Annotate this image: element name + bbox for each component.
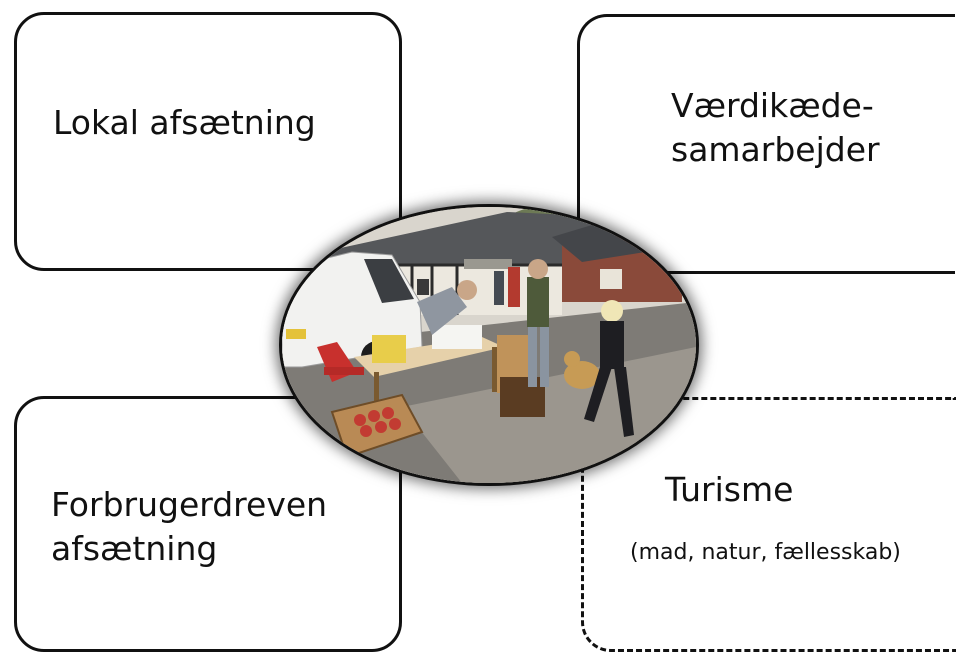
child-head — [601, 300, 623, 322]
child-leg — [584, 367, 612, 422]
license-plate — [286, 329, 306, 339]
vendor-person — [417, 287, 467, 335]
label-line: Forbrugerdreven — [51, 485, 328, 524]
awning — [464, 259, 512, 269]
wooden-crate — [500, 377, 545, 417]
chair-seat — [324, 367, 364, 375]
van-window — [364, 259, 414, 303]
box-vaerdikaede-samarbejder — [577, 14, 955, 274]
farm-stand-photo — [282, 207, 696, 483]
label-line: Værdikæde- — [671, 86, 874, 125]
box-forbrugerdreven-afsaetning — [14, 396, 402, 652]
label-line: afsætning — [51, 529, 218, 568]
background-person — [508, 267, 520, 307]
vendor-head — [457, 280, 477, 300]
customer-leg — [528, 327, 537, 387]
label-vaerdikaede-samarbejder: Værdikæde- samarbejder — [671, 84, 880, 172]
label-lokal-afsaetning: Lokal afsætning — [53, 103, 316, 142]
produce-box — [372, 335, 406, 363]
dog — [564, 361, 600, 389]
window — [600, 269, 622, 289]
table-leg — [374, 372, 379, 417]
customer-head — [528, 259, 548, 279]
customer-leg — [540, 327, 549, 387]
farm-stand-illustration — [282, 207, 696, 483]
background-person — [494, 271, 504, 305]
apples — [354, 407, 401, 437]
label-turisme: Turisme — [665, 470, 794, 509]
child-body — [600, 321, 624, 369]
produce-crate — [432, 325, 482, 349]
sublabel-turisme: (mad, natur, fællesskab) — [630, 540, 901, 565]
box-lokal-afsaetning — [14, 12, 402, 271]
dog-head — [564, 351, 580, 367]
window — [417, 279, 429, 295]
customer-person — [527, 277, 549, 327]
child-leg — [614, 367, 634, 437]
label-forbrugerdreven-afsaetning: Forbrugerdreven afsætning — [51, 483, 327, 571]
table-leg — [492, 347, 497, 392]
label-line: samarbejder — [671, 130, 880, 169]
box-turisme — [581, 397, 956, 652]
